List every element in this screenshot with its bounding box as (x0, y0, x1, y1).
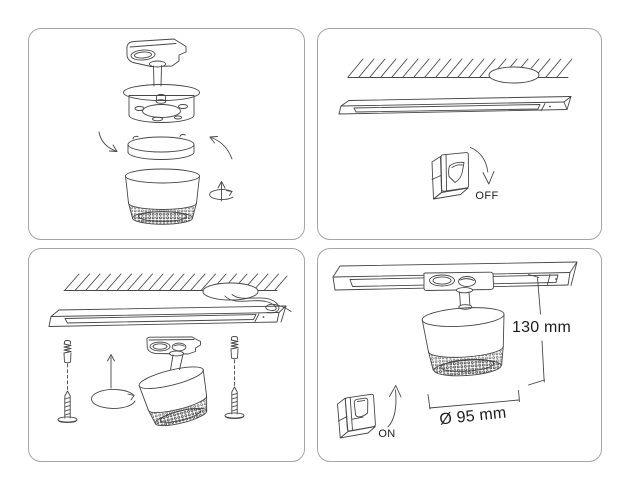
wall-switch-off-icon (431, 152, 470, 200)
rotate-right-arrow-icon (209, 136, 233, 160)
installed-drawing (332, 261, 578, 439)
left-screw-and-anchor-icon (57, 340, 78, 423)
screwing-up-arrow-icon (91, 354, 136, 409)
wall-switch-on-icon (337, 393, 376, 439)
on-label: ON (378, 428, 396, 440)
rotate-left-arrow-icon (98, 131, 118, 152)
rotation-axis-arrow-icon (209, 181, 234, 202)
lamp-body-icon (125, 168, 200, 225)
power-off-drawing (338, 58, 573, 200)
height-dimension-line (528, 274, 545, 386)
cable-hole-icon (202, 282, 259, 301)
assembly-drawing (98, 38, 234, 225)
installed-lamp-icon (421, 307, 505, 377)
trim-ring-icon (127, 134, 195, 160)
off-label: OFF (475, 190, 499, 202)
track-adapter-icon (126, 38, 187, 87)
track-adapter-on-rail-icon (423, 271, 494, 310)
cable-hole-icon (488, 66, 540, 84)
height-dimension-label: 130 mm (512, 319, 571, 337)
panel-installed-dimensions: ON 130 mm Ø 95 mm (317, 248, 602, 462)
ceiling-hatch (63, 273, 288, 301)
diameter-dimension-line (427, 390, 520, 410)
panel-track-mounting (28, 248, 305, 462)
mounting-drawing (48, 273, 292, 427)
fixture-with-adapter-icon (138, 336, 208, 427)
right-screw-and-anchor-icon (224, 336, 245, 419)
ceiling-hatch (347, 58, 573, 84)
mounting-plate-icon (123, 84, 200, 123)
panel-fixture-assembly (28, 28, 305, 240)
track-rail-icon (338, 96, 572, 115)
flip-down-arrow-icon (470, 147, 495, 185)
flip-up-arrow-icon (387, 385, 402, 428)
track-rail-icon (48, 305, 287, 327)
panel-power-off: OFF (317, 28, 602, 240)
